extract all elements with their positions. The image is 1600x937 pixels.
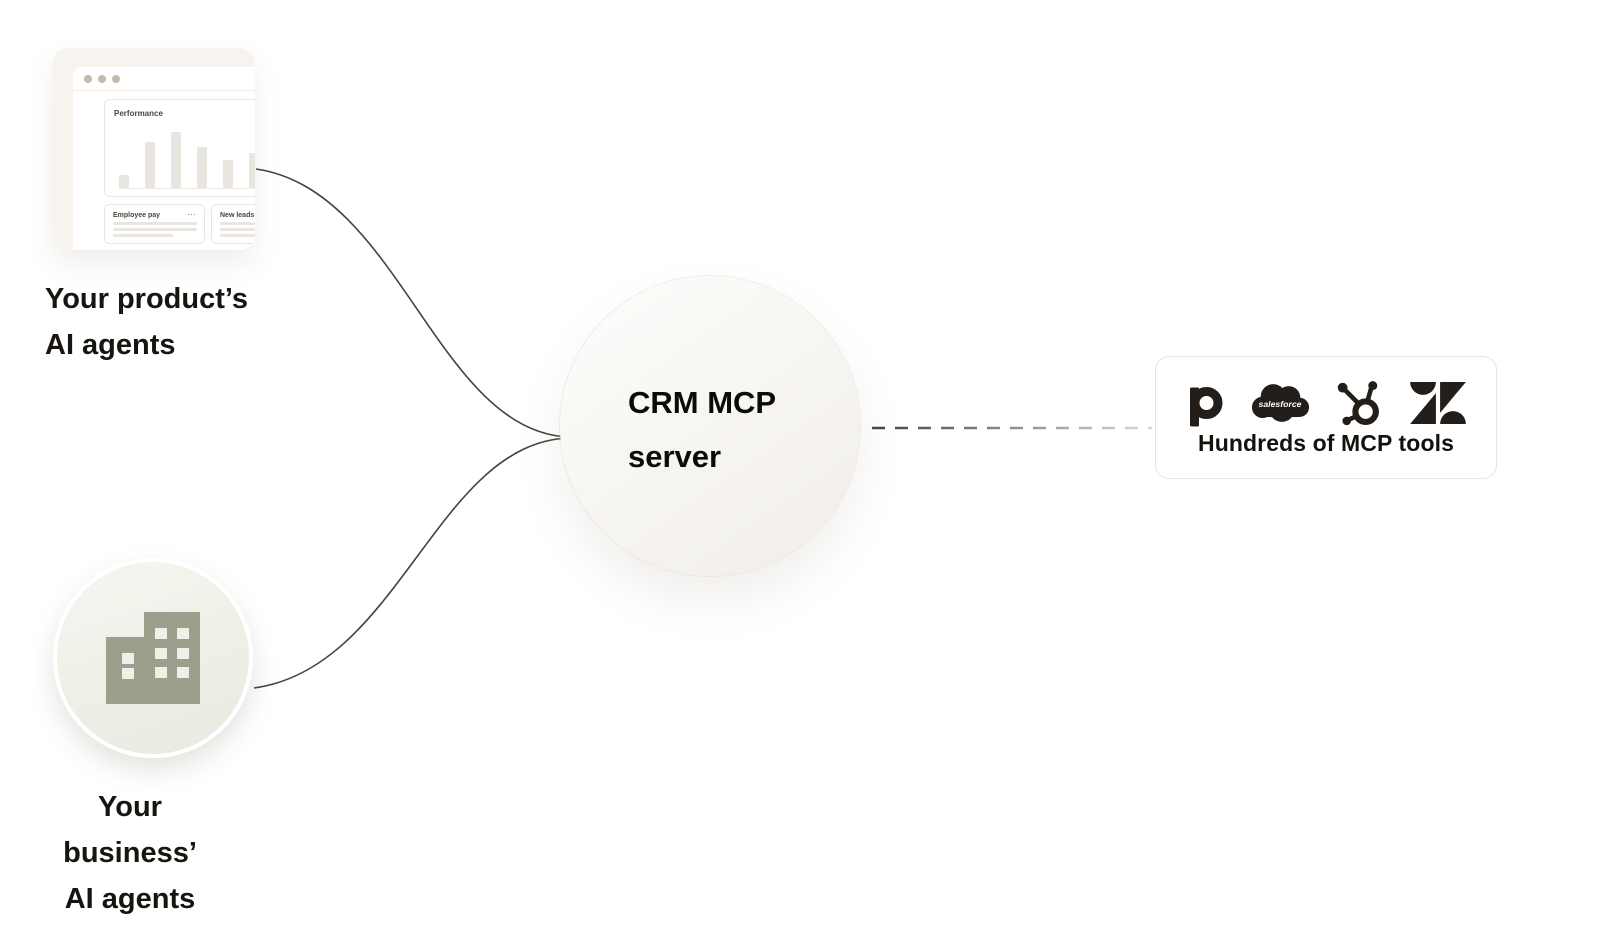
product-agents-label-line1: Your product’s	[45, 283, 248, 315]
office-building-icon	[106, 612, 200, 704]
browser-window: Performance Employee pay ⋯ New leads	[73, 67, 255, 250]
skeleton-line	[220, 228, 255, 231]
employee-pay-card: Employee pay ⋯	[104, 204, 205, 244]
product-app-mockup: Performance Employee pay ⋯ New leads	[52, 48, 255, 250]
skeleton-line	[113, 222, 197, 225]
tools-logo-row: salesforce	[1156, 379, 1496, 427]
mcp-tools-box: salesforce Hundreds of MCP tools	[1155, 356, 1497, 479]
ellipsis-menu-icon: ⋯	[187, 209, 197, 219]
tools-caption: Hundreds of MCP tools	[1198, 430, 1454, 456]
performance-card: Performance	[104, 99, 255, 197]
mock-bar	[249, 153, 255, 188]
salesforce-logo-icon: salesforce	[1251, 383, 1309, 422]
product-agents-label-line2: AI agents	[45, 329, 176, 361]
pipedrive-logo-icon	[1190, 387, 1223, 427]
crm-mcp-server-label: CRM MCP server	[628, 376, 776, 484]
business-agents-label-line1: Your business’	[63, 791, 197, 869]
browser-topbar	[73, 67, 255, 91]
window-dot-icon	[84, 74, 92, 83]
skeleton-line	[113, 234, 173, 237]
mock-bar	[119, 175, 129, 188]
mock-bar	[171, 132, 181, 188]
new-leads-title: New leads	[220, 212, 255, 219]
mock-bar	[197, 147, 207, 188]
skeleton-line	[113, 228, 197, 231]
mock-bar	[223, 160, 233, 188]
business-agents-label: Your business’ AI agents	[30, 784, 230, 922]
wire-business-to-server	[253, 437, 569, 689]
skeleton-line	[220, 222, 255, 225]
salesforce-wordmark: salesforce	[1258, 398, 1301, 408]
skeleton-line	[220, 234, 255, 237]
mock-bar-chart	[119, 128, 255, 189]
hubspot-logo-icon	[1338, 380, 1380, 425]
performance-title: Performance	[114, 109, 163, 118]
new-leads-card: New leads	[211, 204, 255, 244]
business-agents-label-line2: AI agents	[64, 883, 196, 915]
server-label-line2: server	[628, 439, 722, 474]
mock-bar	[145, 142, 155, 188]
business-node	[53, 558, 253, 758]
server-label-line1: CRM MCP	[628, 385, 777, 420]
window-dot-icon	[112, 74, 120, 83]
product-agents-label: Your product’s AI agents	[45, 276, 325, 368]
employee-pay-title: Employee pay	[113, 212, 161, 219]
window-dot-icon	[98, 74, 106, 83]
zendesk-logo-icon	[1410, 382, 1466, 424]
crm-mcp-server-node: CRM MCP server	[560, 276, 860, 576]
